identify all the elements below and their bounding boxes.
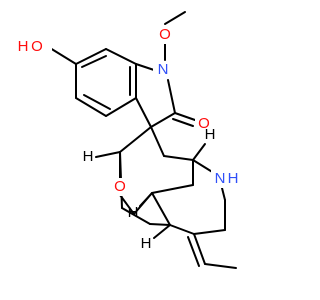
methoxy-oxygen-label: O (159, 26, 171, 43)
bond (139, 192, 153, 207)
stereo-hydrogen-label: H (141, 235, 152, 252)
bond (221, 187, 226, 201)
bond (174, 112, 196, 121)
bond (105, 48, 137, 65)
bond (163, 155, 194, 161)
bond (187, 236, 200, 267)
bond (95, 151, 121, 158)
bond (119, 126, 152, 153)
ring-oxygen-label: O (114, 178, 126, 195)
bond (150, 126, 165, 157)
bond (193, 233, 206, 265)
bond (151, 184, 194, 194)
bond (75, 48, 107, 65)
indole-nitrogen-label: N (158, 61, 169, 78)
stereo-hydrogen-label: H (128, 204, 139, 221)
bond (169, 224, 195, 235)
carbonyl-oxygen-label: O (198, 115, 210, 132)
stereo-hydrogen-label: H (205, 126, 216, 143)
bond (83, 94, 111, 110)
bond (153, 224, 171, 239)
bond (151, 192, 171, 226)
bond (121, 207, 151, 225)
bond (105, 97, 137, 117)
molecule-structure: H O O N O O N H H H H H (16, 11, 241, 269)
bond-layer (49, 11, 237, 269)
bond (192, 143, 206, 161)
bond (172, 118, 194, 127)
hydroxyl-hydrogen-label: H (18, 38, 29, 55)
bond (150, 112, 176, 128)
bond (135, 97, 152, 128)
bond (193, 229, 226, 235)
hydroxyl-oxygen-label: O (31, 38, 43, 55)
bond (81, 55, 107, 68)
structure-canvas: H O O N O O N H H H H H (16, 11, 241, 269)
stereo-hydrogen-label: H (83, 148, 94, 165)
bond (149, 223, 171, 226)
amine-hydrogen-label: H (228, 170, 239, 187)
atom-label-layer: H O O N O O N H H H H H (16, 26, 241, 252)
bond (164, 11, 186, 25)
amine-nitrogen-label: N (215, 170, 226, 187)
bond (204, 263, 237, 269)
bond (75, 97, 107, 117)
bond (49, 47, 77, 65)
bond (167, 79, 176, 114)
